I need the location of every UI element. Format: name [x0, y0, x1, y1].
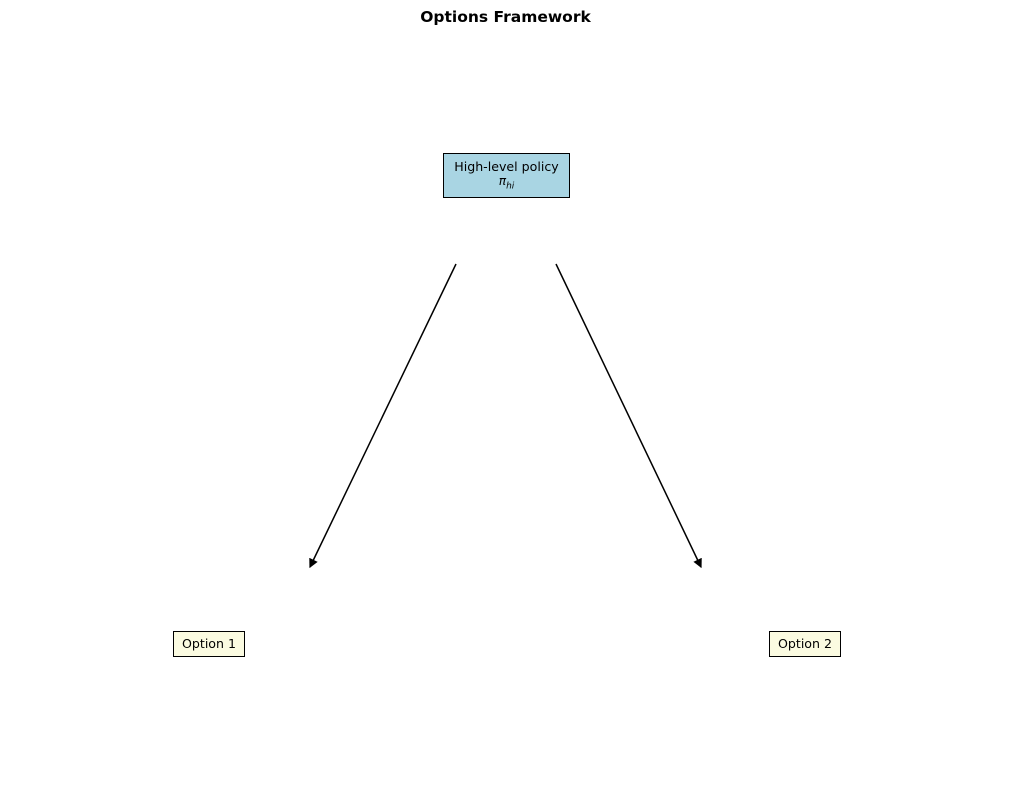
edge-policy-to-option-2	[555, 263, 702, 569]
pi-symbol: π	[498, 173, 507, 188]
node-option-2-label: Option 2	[777, 635, 833, 651]
node-option-2[interactable]: Option 2	[769, 631, 841, 657]
node-option-1[interactable]: Option 1	[173, 631, 245, 657]
edge-policy-to-option-1	[309, 263, 457, 569]
node-high-level-policy-label: High-level policy	[454, 158, 559, 174]
node-option-1-label: Option 1	[181, 635, 237, 651]
node-high-level-policy[interactable]: High-level policy πhi	[443, 153, 570, 198]
node-high-level-policy-symbol: πhi	[498, 173, 515, 192]
page-title: Options Framework	[420, 8, 591, 26]
pi-subscript: hi	[506, 181, 515, 192]
